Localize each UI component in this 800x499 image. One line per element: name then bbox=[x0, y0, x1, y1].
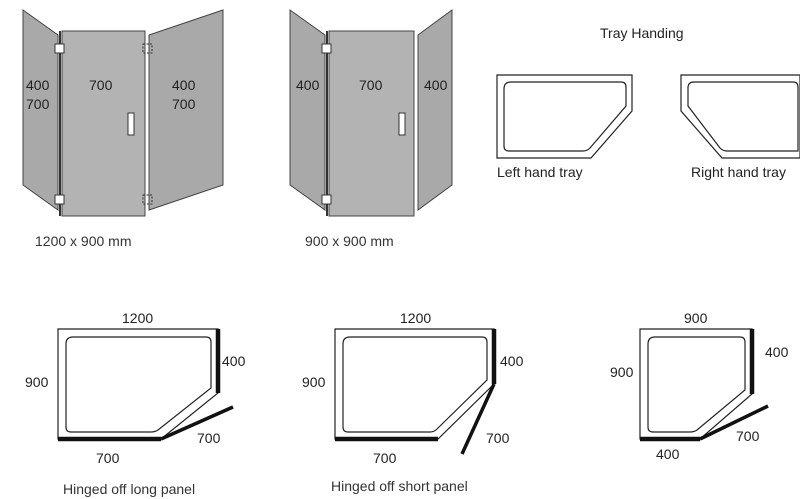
left-hand-tray-inner bbox=[503, 81, 627, 152]
plan2-top-label: 1200 bbox=[400, 310, 431, 326]
plan3-right-label: 400 bbox=[765, 344, 789, 360]
enclosure1-hinge-alt-bottom bbox=[142, 194, 153, 205]
enclosure2-hinge-bottom bbox=[321, 194, 332, 205]
enclosure2-left-label: 400 bbox=[296, 77, 320, 93]
plan2-caption: Hinged off short panel bbox=[331, 478, 468, 494]
enclosure1-left-label-2: 700 bbox=[26, 96, 50, 112]
enclosure2-right-label: 400 bbox=[424, 77, 448, 93]
enclosure-900x900: 400 700 400 900 x 900 mm bbox=[289, 9, 453, 249]
enclosure1-door-label: 700 bbox=[89, 77, 113, 93]
tray-handing: Tray Handing Left hand tray Right hand t… bbox=[496, 25, 800, 180]
plan3-top-label: 900 bbox=[684, 310, 708, 326]
left-hand-tray-outer bbox=[496, 74, 633, 159]
enclosure1-hinge-alt-top bbox=[142, 43, 153, 54]
plan2-door-swing bbox=[460, 383, 496, 455]
enclosure2-hinge-top bbox=[321, 43, 332, 54]
enclosure1-hinge-bottom bbox=[54, 194, 65, 205]
left-hand-tray-label: Left hand tray bbox=[497, 164, 583, 180]
plan2-right-label: 400 bbox=[500, 353, 524, 369]
enclosure1-caption: 1200 x 900 mm bbox=[35, 233, 132, 249]
enclosure2-right-panel bbox=[417, 9, 453, 211]
right-hand-tray-inner bbox=[687, 81, 799, 152]
enclosure2-caption: 900 x 900 mm bbox=[305, 233, 394, 249]
enclosure1-left-label-1: 400 bbox=[26, 77, 50, 93]
plan2-outer bbox=[334, 328, 495, 440]
plan1-outer bbox=[57, 328, 219, 440]
enclosure2-left-panel bbox=[289, 9, 326, 211]
enclosure1-left-panel bbox=[22, 9, 59, 211]
plan-hinged-long-panel: 1200 900 400 700 700 Hinged off long pan… bbox=[25, 310, 246, 497]
plan-900: 900 900 400 700 400 bbox=[610, 310, 789, 462]
enclosure-1200x900: 400 700 700 400 700 1200 x 900 mm bbox=[22, 9, 224, 249]
enclosure1-right-label-2: 700 bbox=[172, 96, 196, 112]
plan3-bottom-label: 400 bbox=[656, 446, 680, 462]
enclosure2-door-label: 700 bbox=[359, 77, 383, 93]
plan1-right-label: 400 bbox=[222, 353, 246, 369]
plan3-door-swing bbox=[699, 404, 769, 441]
right-hand-tray-label: Right hand tray bbox=[691, 164, 786, 180]
plan1-caption: Hinged off long panel bbox=[63, 481, 195, 497]
plan2-diagonal-label: 700 bbox=[486, 430, 510, 446]
enclosure1-right-panel bbox=[148, 9, 224, 211]
plan-hinged-short-panel: 1200 900 400 700 700 Hinged off short pa… bbox=[302, 310, 524, 494]
tray-handing-title: Tray Handing bbox=[600, 25, 684, 41]
plan3-inner bbox=[647, 336, 746, 433]
plan1-door-swing bbox=[160, 405, 234, 441]
plan2-inner bbox=[342, 336, 488, 433]
enclosure1-hinge-top bbox=[54, 43, 65, 54]
plan1-diagonal-label: 700 bbox=[197, 430, 221, 446]
plan2-bottom-label: 700 bbox=[373, 450, 397, 466]
enclosure1-handle bbox=[127, 112, 135, 136]
enclosure2-handle bbox=[398, 112, 406, 136]
plan1-top-label: 1200 bbox=[122, 310, 153, 326]
plan1-inner bbox=[65, 336, 212, 433]
right-hand-tray-outer bbox=[680, 74, 800, 159]
plan2-left-label: 900 bbox=[302, 374, 326, 390]
plan1-left-label: 900 bbox=[25, 374, 49, 390]
plan3-diagonal-label: 700 bbox=[736, 428, 760, 444]
plan3-outer bbox=[639, 328, 753, 440]
plan1-bottom-label: 700 bbox=[96, 450, 120, 466]
enclosure1-right-label-1: 400 bbox=[172, 77, 196, 93]
plan3-left-label: 900 bbox=[610, 364, 634, 380]
